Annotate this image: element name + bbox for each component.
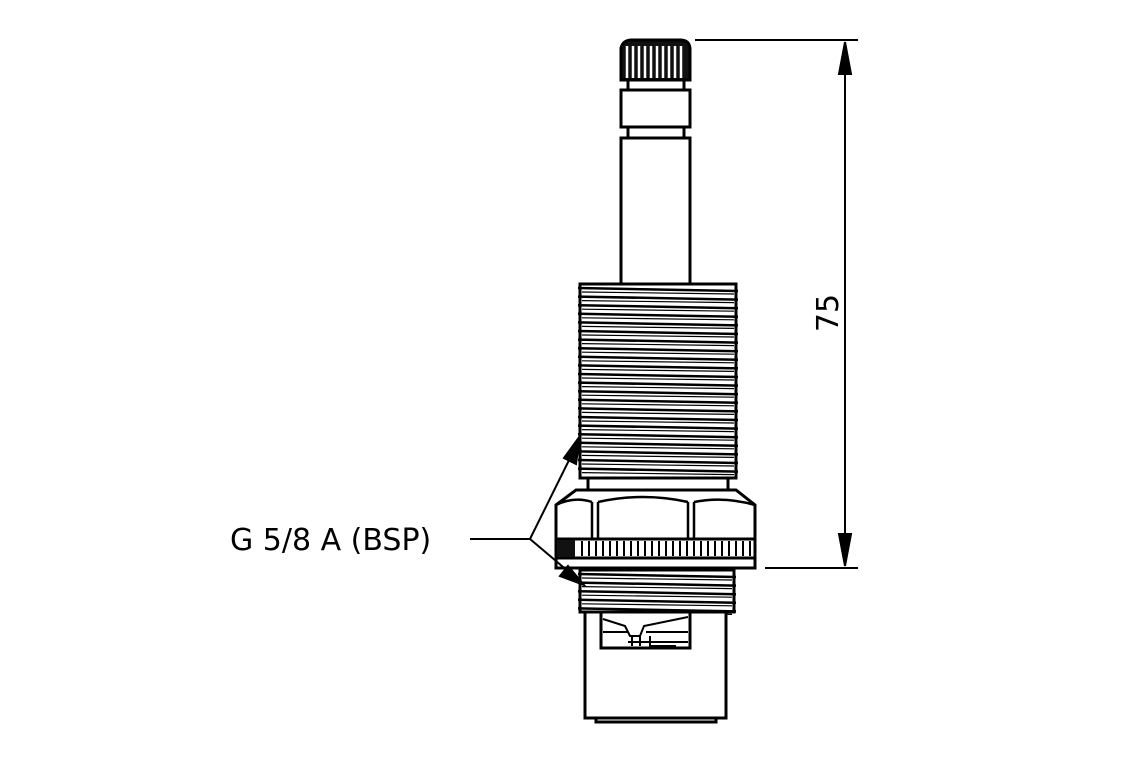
arrow-down-icon	[837, 533, 853, 567]
marking	[557, 540, 575, 557]
drawing-line	[577, 381, 739, 387]
drawing-line	[577, 458, 739, 465]
drawing-line	[581, 343, 735, 347]
drawing-line	[581, 429, 735, 433]
drawing-line	[581, 360, 735, 364]
drawing-line	[577, 295, 739, 301]
drawing-line	[577, 338, 739, 344]
drawing-line	[577, 286, 739, 293]
drawing-line	[581, 317, 735, 321]
drawing-line	[577, 598, 737, 605]
arrow-up-icon	[837, 41, 853, 75]
drawing-line	[577, 312, 739, 319]
drawing-line	[577, 441, 739, 448]
drawing-line	[577, 303, 739, 310]
collar	[619, 88, 692, 129]
drawing-line	[581, 308, 735, 312]
valve-detail	[602, 616, 689, 647]
bottom-lip	[594, 716, 718, 724]
knurl-lines	[581, 541, 751, 556]
drawing-line	[581, 577, 733, 581]
drawing-line	[581, 300, 735, 304]
drawing-line	[581, 411, 735, 415]
drawing-line	[581, 386, 735, 390]
drawing-line	[581, 291, 735, 295]
drawing-line	[581, 420, 735, 424]
spline-head	[619, 38, 692, 82]
drawing-line	[581, 368, 735, 372]
drawing-line	[577, 432, 739, 439]
drawing-line	[577, 355, 739, 362]
arrow-icon	[558, 564, 588, 588]
drawing-line	[577, 415, 739, 422]
stem	[619, 136, 692, 286]
drawing-line	[577, 364, 739, 370]
drawing-line	[581, 351, 735, 355]
drawing-line	[577, 572, 737, 579]
cartridge	[554, 38, 757, 724]
drawing-line	[577, 589, 737, 596]
drawing-line	[577, 329, 739, 336]
neck-lower	[626, 125, 686, 140]
drawing-line	[577, 372, 739, 379]
drawing-line	[581, 603, 733, 607]
thread-label: G 5/8 A (BSP)	[230, 523, 431, 558]
drawing-line	[577, 346, 739, 353]
drawing-line	[577, 389, 739, 396]
height-dimension	[695, 39, 858, 569]
drawing-line	[581, 586, 733, 590]
knurled-ring	[554, 537, 757, 560]
spline-grooves	[625, 46, 683, 78]
drawing-line	[577, 424, 739, 430]
drawing-line	[577, 467, 739, 473]
hex-faces	[555, 495, 756, 539]
drawing-line	[581, 472, 735, 476]
drawing-line	[577, 581, 737, 587]
thread-leader	[470, 435, 588, 588]
thread-relief	[586, 476, 730, 492]
upper-thread-lines	[577, 286, 739, 476]
drawing-line	[581, 594, 733, 598]
drawing-line	[581, 334, 735, 338]
drawing-line	[581, 377, 735, 381]
drawing-line	[577, 321, 739, 327]
drawing-line	[581, 394, 735, 398]
height-dimension-value: 75	[811, 294, 846, 332]
drawing-line	[581, 463, 735, 467]
drawing-line	[577, 398, 739, 405]
drawing-line	[581, 437, 735, 441]
drawing-line	[581, 446, 735, 450]
drawing-line	[581, 403, 735, 407]
drawing-line	[577, 407, 739, 413]
drawing-line	[581, 325, 735, 329]
drawing-line	[581, 454, 735, 458]
arrow-icon	[562, 435, 581, 466]
drawing-line	[577, 450, 739, 456]
